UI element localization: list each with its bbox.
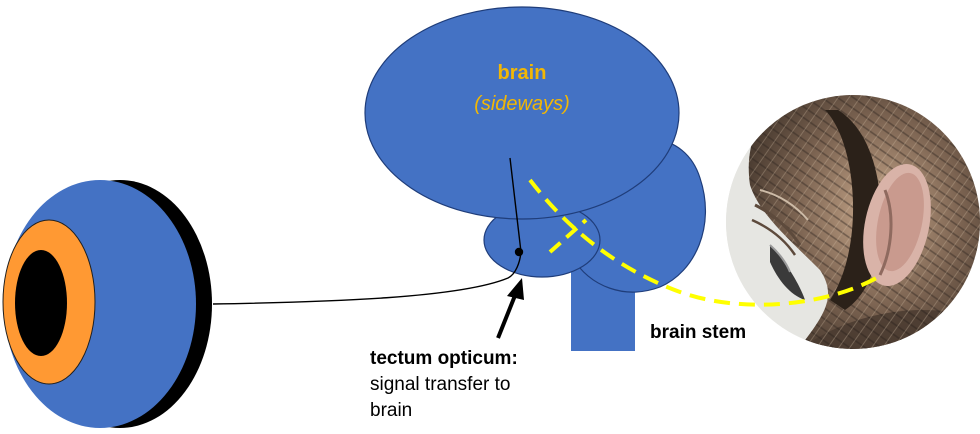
cut-line-short — [548, 218, 588, 254]
synapse-dot — [514, 247, 524, 257]
eyeball — [2, 180, 212, 428]
tectum-desc-line2: brain — [370, 400, 412, 421]
tectum-pointer-arrow — [496, 278, 524, 339]
tectum-desc-line1: signal transfer to — [370, 374, 510, 395]
tectum-title-label: tectum opticum: — [370, 348, 518, 369]
brain-label: brain — [498, 62, 547, 84]
owl-head-photo — [726, 95, 980, 349]
brain-shape — [364, 6, 680, 220]
optic-nerve-line — [212, 157, 522, 305]
pupil — [15, 250, 67, 356]
brain-sideways-label: (sideways) — [474, 93, 570, 115]
cut-line-curve — [528, 178, 882, 307]
brain-stem-label: brain stem — [650, 322, 746, 343]
